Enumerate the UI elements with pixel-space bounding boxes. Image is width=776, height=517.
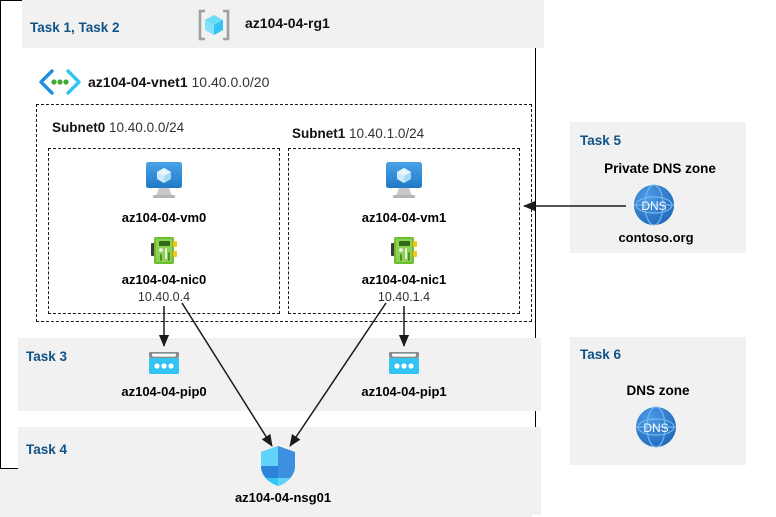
task3-panel bbox=[18, 338, 541, 411]
nic0-label: az104-04-nic0 bbox=[121, 272, 207, 287]
svg-text:DNS: DNS bbox=[643, 421, 668, 435]
subnet0-title: Subnet0 10.40.0.0/24 bbox=[52, 120, 185, 135]
nic0-ip: 10.40.0.4 bbox=[137, 290, 191, 304]
private-dns-zone-name: contoso.org bbox=[618, 230, 694, 245]
public-ip-address-icon bbox=[146, 349, 182, 379]
resource-group-header bbox=[22, 0, 544, 48]
vm0-label: az104-04-vm0 bbox=[121, 210, 207, 225]
subnet1-title: Subnet1 10.40.1.0/24 bbox=[292, 126, 425, 141]
dns-zone-icon: DNS bbox=[632, 183, 676, 227]
virtual-network-icon bbox=[37, 68, 83, 96]
svg-text:DNS: DNS bbox=[641, 199, 666, 213]
network-interface-icon bbox=[387, 234, 421, 268]
resource-group-icon bbox=[197, 8, 231, 42]
nsg-label: az104-04-nsg01 bbox=[234, 490, 332, 505]
network-interface-icon bbox=[147, 234, 181, 268]
subnets-container bbox=[36, 104, 532, 322]
task-label-5: Task 5 bbox=[580, 133, 622, 148]
vnet-title: az104-04-vnet1 10.40.0.0/20 bbox=[88, 74, 270, 90]
pip0-label: az104-04-pip0 bbox=[121, 384, 207, 399]
network-security-group-icon bbox=[258, 444, 298, 488]
nic1-ip: 10.40.1.4 bbox=[377, 290, 431, 304]
virtual-machine-icon bbox=[382, 160, 426, 200]
task-label-6: Task 6 bbox=[580, 347, 622, 362]
task-label-3: Task 3 bbox=[26, 349, 68, 364]
resource-group-name: az104-04-rg1 bbox=[245, 15, 330, 31]
nic1-label: az104-04-nic1 bbox=[361, 272, 447, 287]
dns-zone-icon: DNS bbox=[634, 405, 678, 449]
vm1-label: az104-04-vm1 bbox=[361, 210, 447, 225]
task-label-4: Task 4 bbox=[26, 442, 68, 457]
public-ip-address-icon bbox=[386, 349, 422, 379]
task-label-1-2: Task 1, Task 2 bbox=[30, 20, 120, 35]
virtual-machine-icon bbox=[142, 160, 186, 200]
private-dns-zone-heading: Private DNS zone bbox=[604, 161, 716, 176]
pip1-label: az104-04-pip1 bbox=[361, 384, 447, 399]
dns-zone-heading: DNS zone bbox=[626, 383, 690, 398]
